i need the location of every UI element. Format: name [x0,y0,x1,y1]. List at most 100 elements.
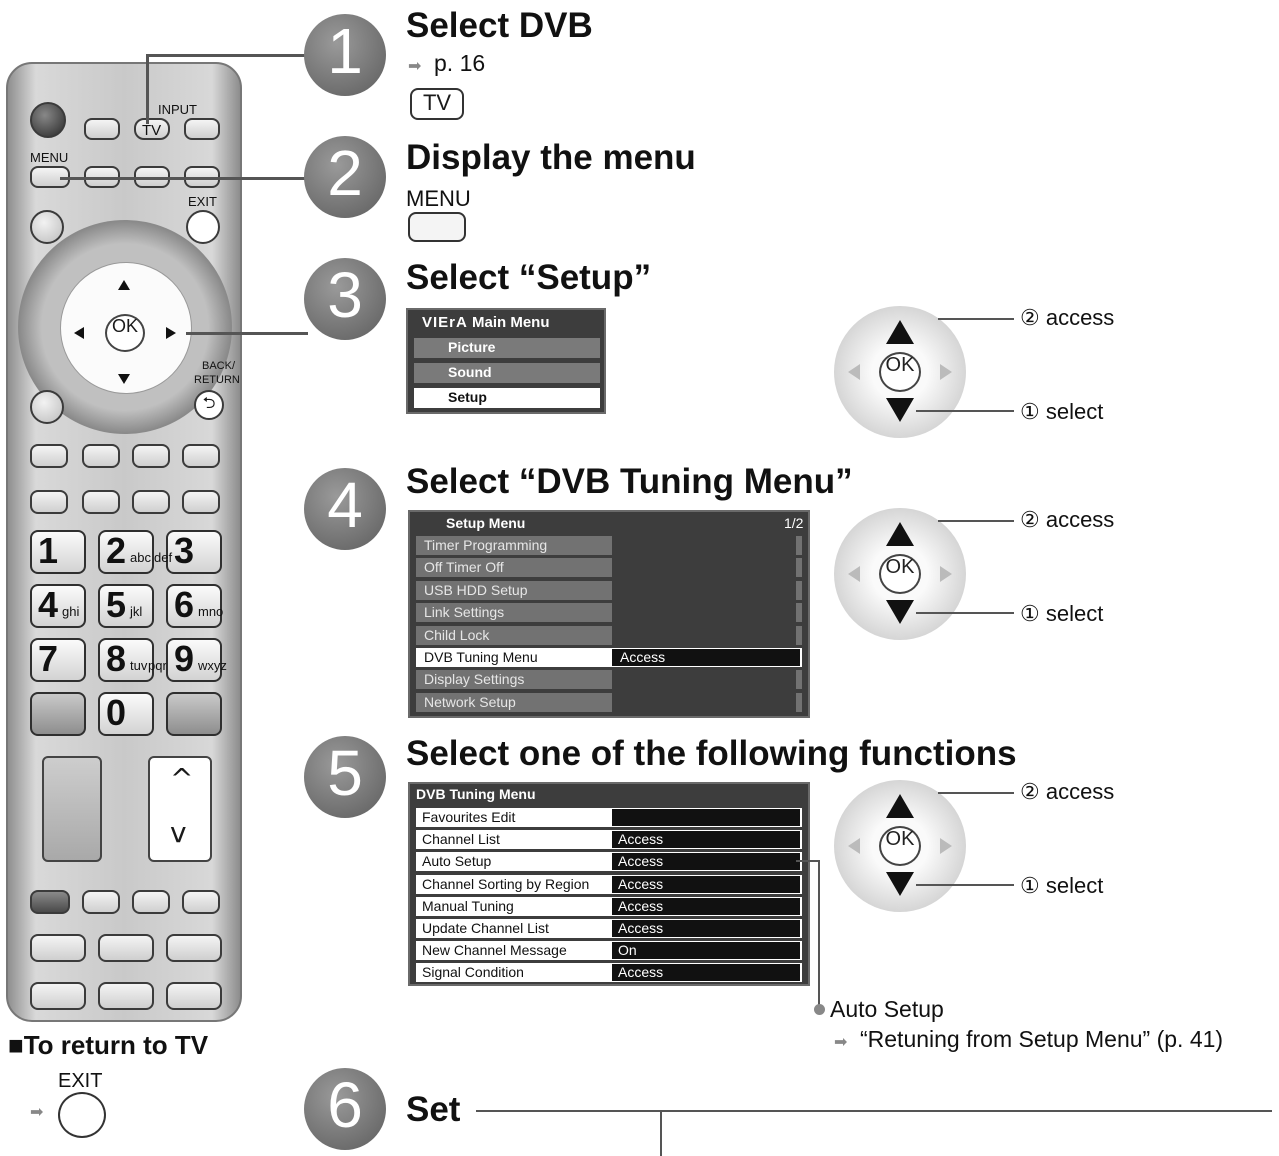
volume-rocker[interactable] [42,756,102,862]
remote-button[interactable] [132,490,170,514]
right-arrow-icon [940,566,952,582]
menu-item-picture[interactable]: Picture [414,338,600,358]
menu-row-label: Timer Programming [424,537,548,553]
exit-label: EXIT [188,194,217,209]
step-number: 2 [327,137,363,209]
leader-line [476,1110,1272,1112]
main-menu-panel: VIErA Main Menu Picture Sound Setup [406,308,606,414]
remote-button[interactable] [166,934,222,962]
leader-line [146,54,149,124]
remote-button[interactable] [132,890,170,914]
aspect-button[interactable] [166,982,222,1010]
left-arrow-icon [848,566,860,582]
menu-row-label: Channel List [422,831,500,848]
menu-item-sound[interactable]: Sound [414,363,600,383]
dpad-up-arrow[interactable] [118,280,130,290]
ok-pad: OK [834,780,966,912]
menu-row[interactable]: Off Timer Off [416,558,802,578]
menu-row[interactable]: Timer Programming [416,536,802,555]
remote-button[interactable] [82,444,120,468]
menu-row[interactable]: Network Setup [416,692,802,712]
input-button[interactable] [184,118,220,140]
key-0[interactable]: 0 [98,692,154,736]
ok-pad: OK [834,508,966,640]
remote-button[interactable] [98,982,154,1010]
ok-label: OK [885,556,915,578]
leader-line [796,860,818,862]
dpad-right-arrow[interactable] [166,327,176,339]
select-label: ① select [1020,399,1104,424]
remote-button[interactable] [84,118,120,140]
menu-row[interactable]: Link Settings [416,603,802,623]
step-number: 3 [327,259,363,331]
tv-button[interactable]: TV [134,118,170,140]
menu-row[interactable]: USB HDD Setup [416,580,802,600]
remote-button[interactable] [132,444,170,468]
menu-row-label: Display Settings [424,671,525,688]
menu-label: MENU [30,150,69,165]
dpad-down-arrow[interactable] [118,374,130,384]
remote-button[interactable] [30,890,70,914]
step-number: 1 [327,15,363,87]
tv-label: TV [422,90,452,115]
auto-setup-note: Auto Setup [830,996,944,1022]
down-arrow-icon [886,600,914,624]
key-input-left[interactable] [30,692,86,736]
return-to-tv-heading: ■To return to TV [8,1030,209,1060]
step-circle: 6 [304,1068,386,1150]
return-button[interactable]: ⮌ [194,390,224,420]
key-input-right[interactable] [166,692,222,736]
remote-button[interactable] [182,444,220,468]
remote-button[interactable] [98,934,154,962]
remote-button[interactable] [30,390,64,424]
remote-button[interactable] [82,890,120,914]
menu-row-label: USB HDD Setup [424,581,528,598]
option-button[interactable] [30,210,64,244]
remote-button[interactable] [30,982,86,1010]
remote-button[interactable] [30,490,68,514]
ok-button[interactable]: OK [105,314,145,352]
remote-button[interactable] [182,490,220,514]
remote-button[interactable] [182,890,220,914]
menu-item-setup[interactable]: Setup [414,388,600,408]
key-letters: ghi [62,604,80,619]
remote-button[interactable] [82,490,120,514]
left-arrow-icon [848,838,860,854]
key-1[interactable]: 1 [30,530,86,574]
exit-button[interactable] [186,210,220,244]
menu-row[interactable]: Child Lock [416,625,802,645]
arrow-icon: ➡ [834,1034,848,1051]
power-button[interactable] [30,102,66,138]
key-digit: 0 [106,692,127,733]
input-label: INPUT [158,102,197,117]
menu-row[interactable]: Favourites Edit [416,808,802,827]
ok-button-illustration: OK [879,554,921,594]
remote-button[interactable] [30,934,86,962]
remote-button[interactable] [30,444,68,468]
key-7[interactable]: 7 [30,638,86,682]
dpad-left-arrow[interactable] [74,327,84,339]
leader-line [938,318,1014,320]
step-title: Select DVB [406,6,593,45]
menu-row-label: Link Settings [424,604,505,621]
leader-line [146,54,306,57]
menu-row[interactable]: Display Settings [416,670,802,690]
key-letters: mno [198,604,224,619]
channel-rocker[interactable]: ^ v [148,756,212,862]
